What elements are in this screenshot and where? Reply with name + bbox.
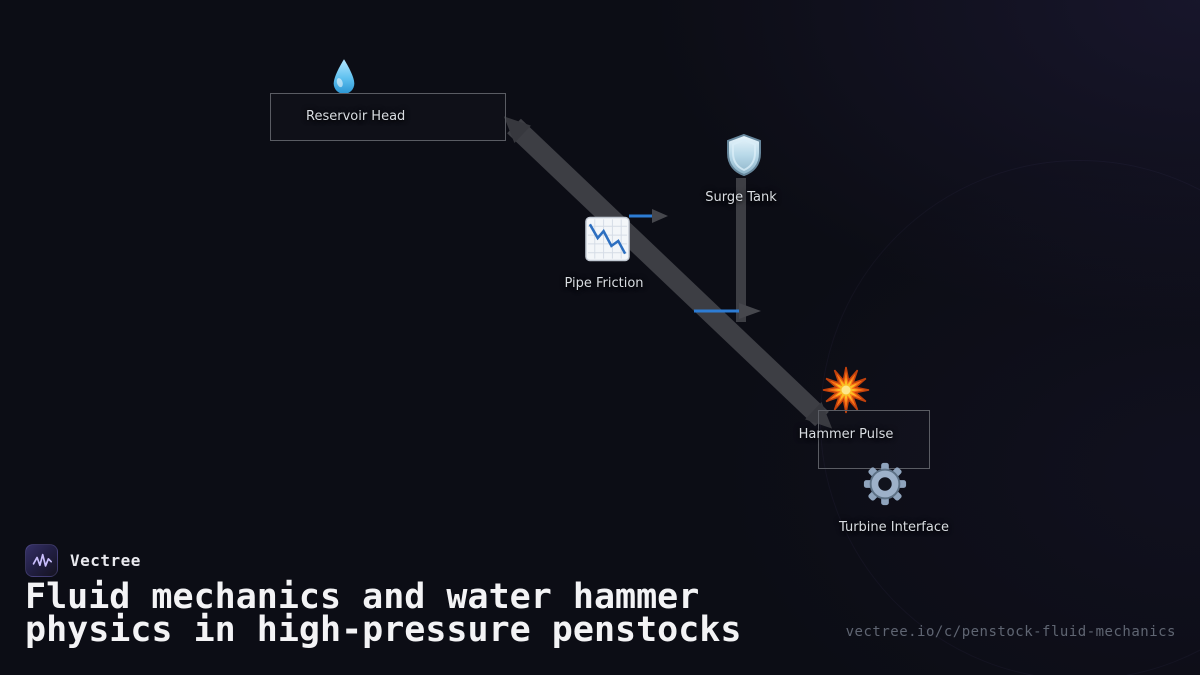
flow-arrow-2	[694, 303, 761, 319]
explosion-icon	[822, 366, 870, 414]
node-label-pipe-friction: Pipe Friction	[564, 276, 644, 291]
gear-icon	[862, 461, 908, 507]
flow-arrow-1	[629, 209, 668, 223]
shield-icon	[724, 133, 764, 177]
chart-decreasing-icon	[584, 215, 631, 263]
brand-name: Vectree	[70, 551, 141, 570]
title-line-1: Fluid mechanics and water hammer	[25, 577, 700, 617]
node-label-reservoir-head: Reservoir Head	[306, 109, 406, 124]
vectree-url: vectree.io/c/penstock-fluid-mechanics	[845, 624, 1176, 640]
node-label-surge-tank: Surge Tank	[705, 190, 777, 205]
reservoir-head-box: Reservoir Head	[270, 93, 506, 141]
vectree-logo-icon	[25, 544, 58, 577]
page-title: Fluid mechanics and water hammer physics…	[25, 577, 742, 650]
brand-row: Vectree	[25, 544, 141, 577]
droplet-icon	[329, 53, 359, 101]
node-label-turbine-interface: Turbine Interface	[839, 520, 949, 535]
node-label-hammer-pulse: Hammer Pulse	[798, 427, 894, 442]
penstock-pipe-edge	[503, 116, 833, 429]
title-line-2: physics in high-pressure penstocks	[25, 610, 742, 650]
